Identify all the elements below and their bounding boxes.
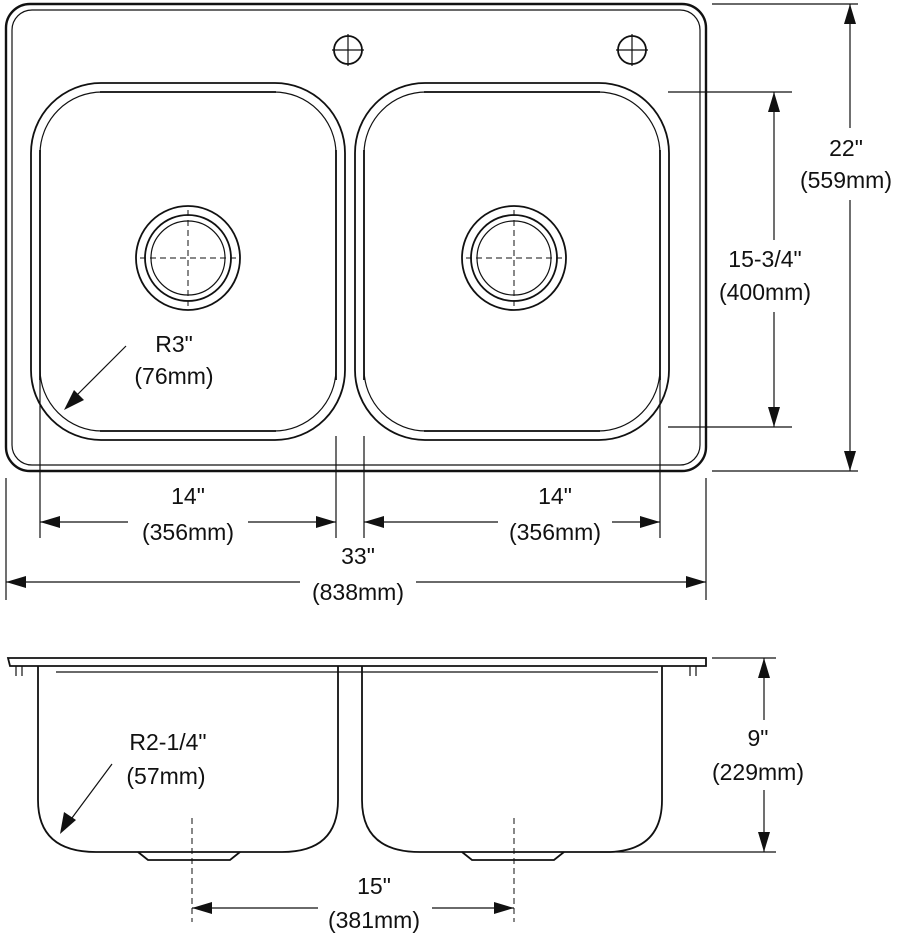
right-drain xyxy=(461,205,567,311)
corner-radius-label: R3" xyxy=(155,331,193,357)
overall-width-label: 33" xyxy=(341,543,375,569)
plan-view: 14" (356mm) 14" (356mm) 33" (838mm) 22" … xyxy=(4,2,892,605)
drain-spacing-label: 15" xyxy=(357,873,391,899)
leader-corner-radius xyxy=(64,345,127,410)
dimension-bowl-length xyxy=(768,92,780,427)
right-bowl-profile xyxy=(361,666,663,853)
left-drain xyxy=(135,205,241,311)
bowl-length-metric: (400mm) xyxy=(719,279,811,305)
overall-width-metric: (838mm) xyxy=(312,579,404,605)
left-bowl-width-label: 14" xyxy=(171,483,205,509)
left-bowl-width-metric: (356mm) xyxy=(142,519,234,545)
bowl-depth-label: 9" xyxy=(748,725,769,751)
left-drain-profile xyxy=(137,851,241,861)
dimension-left-bowl-width xyxy=(40,516,336,528)
overall-depth-metric: (559mm) xyxy=(800,167,892,193)
right-bowl-width-metric: (356mm) xyxy=(509,519,601,545)
bottom-radius-metric: (57mm) xyxy=(126,763,205,789)
right-bowl xyxy=(354,82,670,441)
left-bowl xyxy=(30,82,346,441)
sink-rim xyxy=(6,657,707,667)
sink-deck-inner-edge xyxy=(11,9,701,466)
dimension-overall-depth xyxy=(844,4,856,471)
dimension-drain-spacing xyxy=(192,902,514,914)
left-bowl-profile xyxy=(37,666,339,853)
section-view: R2-1/4" (57mm) 9" (229mm) 15" (381mm) xyxy=(6,657,804,933)
bottom-radius-label: R2-1/4" xyxy=(129,729,206,755)
faucet-hole-left xyxy=(332,34,364,66)
dimension-overall-width xyxy=(6,576,706,588)
right-drain-profile xyxy=(461,851,565,861)
right-bowl-width-label: 14" xyxy=(538,483,572,509)
corner-radius-metric: (76mm) xyxy=(134,363,213,389)
bowl-depth-metric: (229mm) xyxy=(712,759,804,785)
bowl-length-label: 15-3/4" xyxy=(728,246,801,272)
faucet-hole-right xyxy=(616,34,648,66)
overall-depth-label: 22" xyxy=(829,135,863,161)
leader-bottom-radius xyxy=(60,763,113,834)
dimension-right-bowl-width xyxy=(364,516,660,528)
sink-deck-outline xyxy=(4,2,708,473)
drain-spacing-metric: (381mm) xyxy=(328,907,420,933)
dimension-bowl-depth xyxy=(758,658,770,852)
